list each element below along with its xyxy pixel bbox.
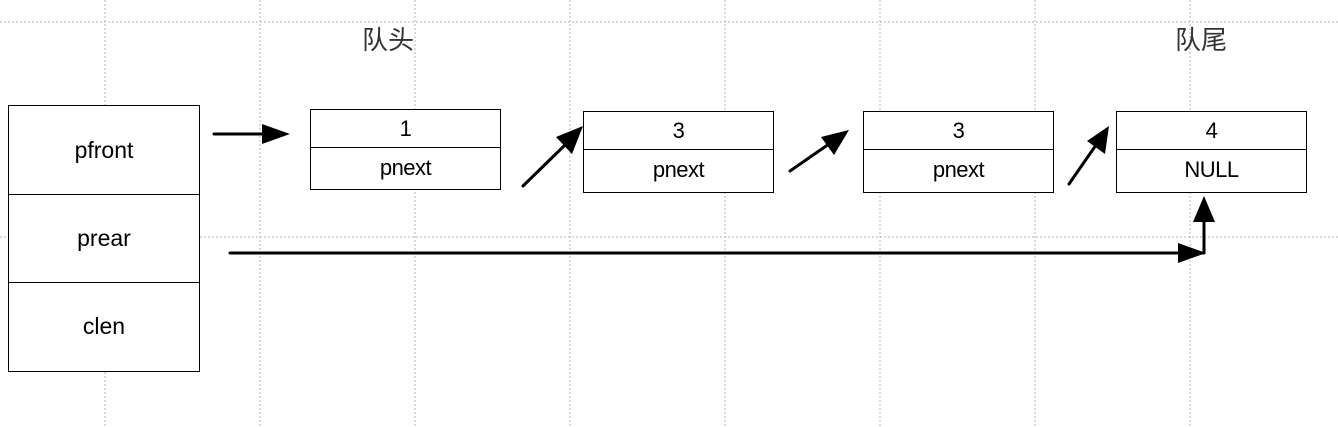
clen-field: clen (9, 282, 199, 370)
node-3-next: pnext (932, 157, 985, 182)
queue-struct: pfront prear clen (8, 105, 200, 372)
queue-head-label: 队头 (362, 26, 415, 56)
node-4-next: NULL (1184, 157, 1239, 182)
node-2-data: 3 (584, 112, 773, 150)
pfront-field: pfront (74, 136, 134, 163)
node-3: 3 pnext (863, 111, 1054, 193)
node1-to-node2-arrowhead (556, 126, 583, 154)
node2-to-node3-arrowhead (821, 130, 849, 155)
node-4-data: 4 (1117, 112, 1306, 150)
node-1-data: 1 (311, 110, 500, 148)
pfront-arrowhead (262, 124, 290, 144)
queue-tail-label: 队尾 (1175, 26, 1228, 56)
prear-field: prear (9, 194, 199, 282)
prear-arrow (228, 218, 1206, 255)
node-2: 3 pnext (583, 111, 774, 193)
node-3-data: 3 (864, 112, 1053, 150)
node-1-next: pnext (379, 155, 432, 180)
prear-arrowhead (1193, 196, 1215, 222)
node2-to-node3-arrow (788, 142, 831, 173)
node-4: 4 NULL (1116, 111, 1307, 193)
node1-to-node2-arrow (521, 142, 568, 188)
node-2-next: pnext (652, 157, 705, 182)
node-1: 1 pnext (310, 109, 501, 190)
node3-to-node4-arrowhead (1087, 126, 1109, 154)
node3-to-node4-arrow (1067, 143, 1098, 186)
prear-horizontal-arrowhead (1178, 243, 1206, 263)
